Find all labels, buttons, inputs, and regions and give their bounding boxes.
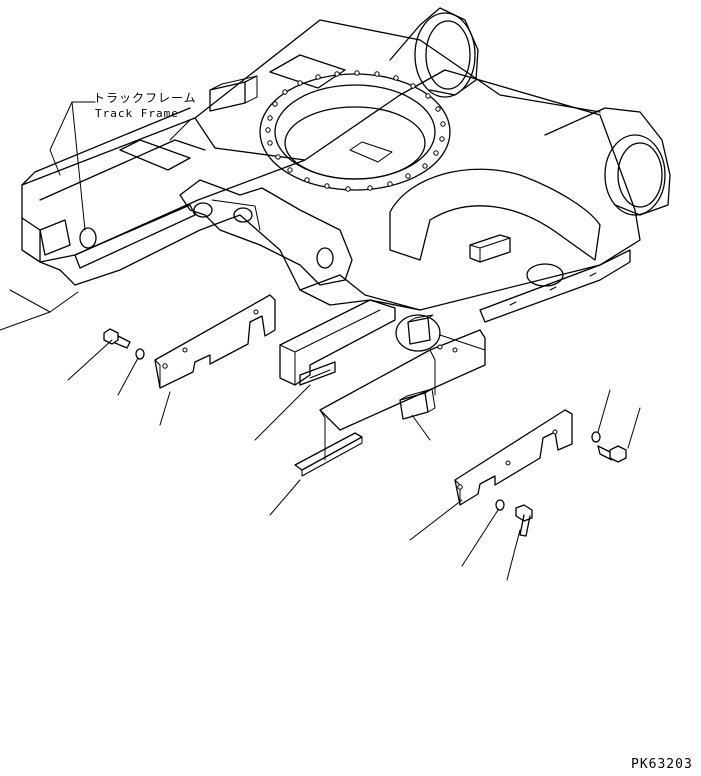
washer-right-upper [591, 431, 601, 443]
bolt-left [103, 328, 131, 349]
guard-plate-left [154, 294, 276, 389]
drawing-code: PK63203 [631, 757, 693, 772]
washer-right-lower [495, 499, 505, 511]
mounting-bracket [279, 299, 396, 386]
spacer-block-upper [395, 314, 441, 352]
bolt-right-upper [597, 445, 627, 463]
track-frame-label-jp: トラックフレーム [93, 91, 197, 105]
shim-strip [294, 432, 363, 477]
washer-left [135, 348, 145, 360]
swing-circle-bolt-holes [265, 70, 446, 192]
guard-plate-right [454, 409, 573, 506]
track-frame-label-en: Track Frame [95, 107, 179, 120]
side-plate [319, 329, 486, 461]
bolt-right-lower [515, 504, 533, 537]
leader-lines [0, 101, 641, 581]
track-frame [21, 7, 671, 323]
spacer-block-lower [399, 388, 436, 420]
